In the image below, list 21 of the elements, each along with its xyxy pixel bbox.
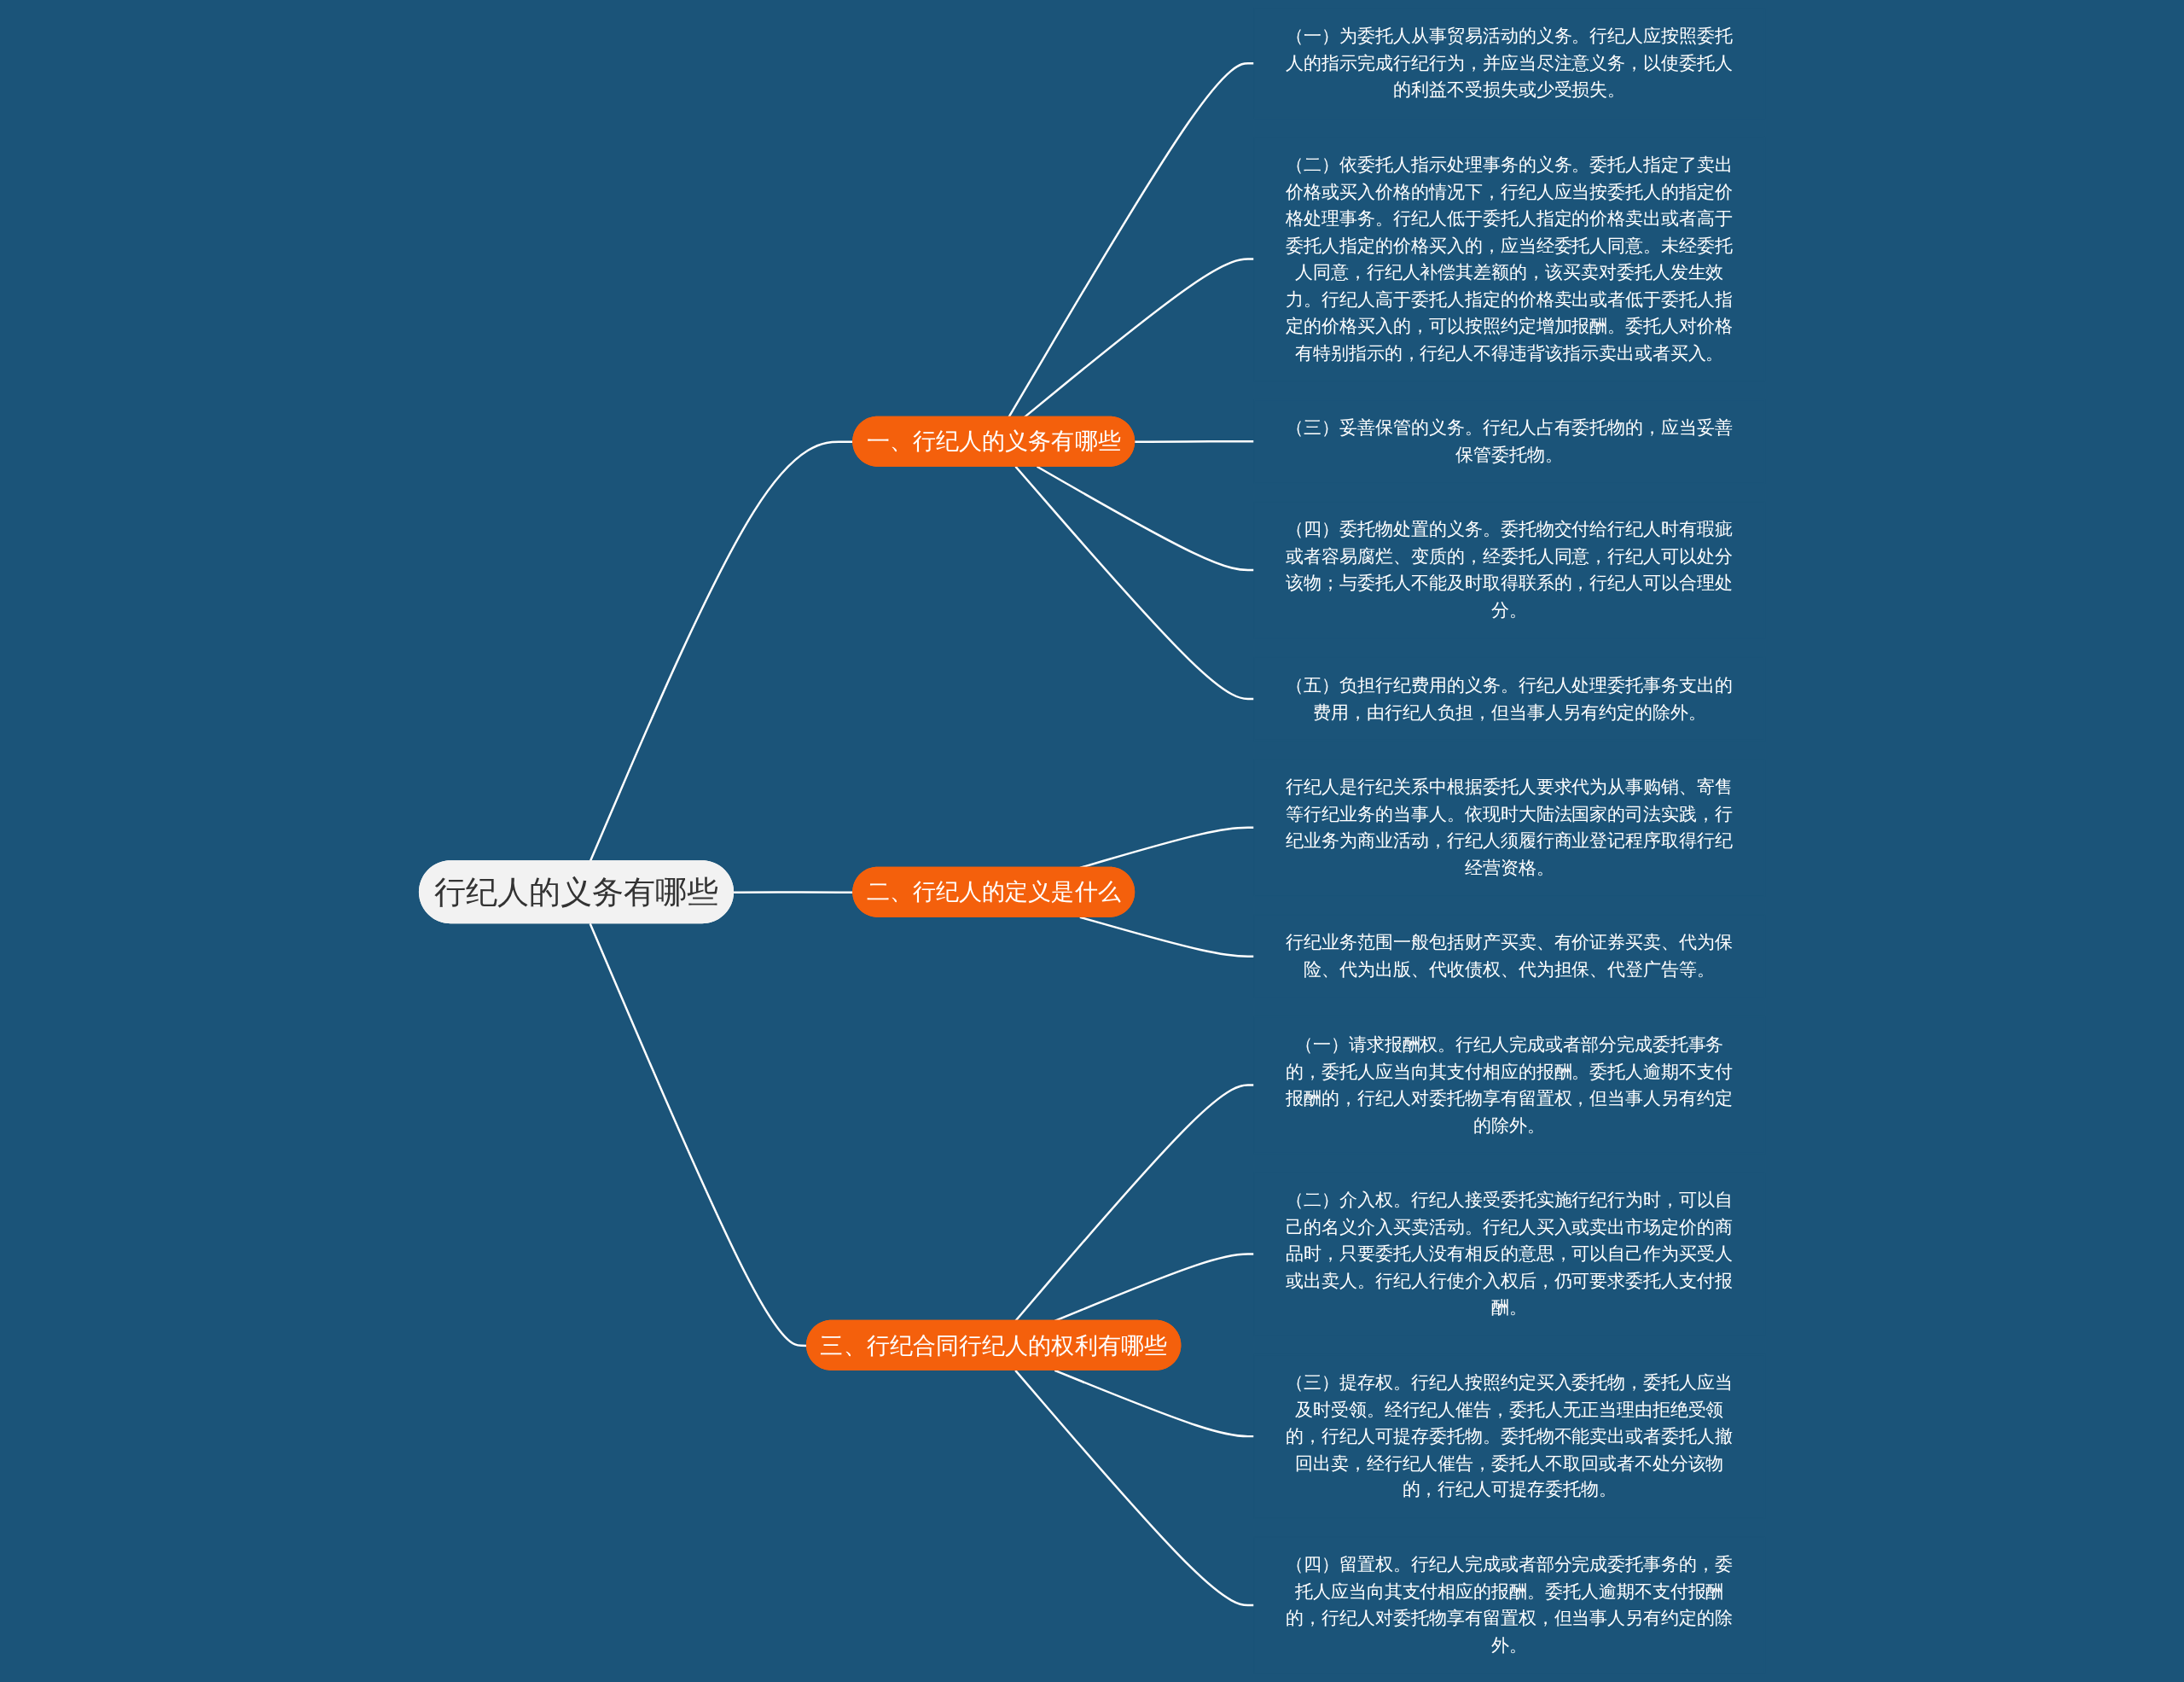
- connector: [1014, 1084, 1254, 1322]
- connector: [1014, 465, 1254, 701]
- node-text: （三）提存权。行纪人按照约定买入委托物，委托人应当及时受领。经行纪人催告，委托人无正当理由拒绝受领的，行纪人可提存委托物。委托物不能卖出或者委托人撤回出卖，经行纪人催告，委托人不取回或者不处分该物的，行纪人可提存委托物。: [1286, 1371, 1733, 1500]
- node-text: （一）请求报酬权。行纪人完成或者部分完成委托事务的，委托人应当向其支付相应的报酬。委托人逾期不支付报酬的，行纪人对委托物享有留置权，但当事人另有约定的除外。: [1286, 1033, 1733, 1136]
- connector: [1036, 465, 1254, 572]
- connector: [1054, 1369, 1254, 1438]
- node-text: 行纪人是行纪关系中根据委托人要求代为从事购销、寄售等行纪业务的当事人。依现时大陆法国家的司法实践，行纪业务为商业活动，行纪人须履行商业登记程序取得行纪经营资格。: [1286, 776, 1733, 878]
- node-text: （五）负担行纪费用的义务。行纪人处理委托事务支出的费用，由行纪人负担，但当事人另有约定的除外。: [1286, 674, 1733, 723]
- connector: [1135, 440, 1254, 444]
- node-text: 行纪业务范围一般包括财产买卖、有价证券买卖、代为保险、代为出版、代收债权、代为担保、代登广告等。: [1286, 931, 1733, 980]
- connector: [1024, 258, 1254, 418]
- node-text: （四）委托物处置的义务。委托物交付给行纪人时有瑕疵或者容易腐烂、变质的，经委托人同意，行纪人可以处分该物；与委托人不能及时取得联系的，行纪人可以合理处分。: [1286, 518, 1733, 620]
- node-text: （一）为委托人从事贸易活动的义务。行纪人应按照委托人的指示完成行纪行为，并应当尽注意义务，以使委托人的利益不受损失或少受损失。: [1286, 25, 1733, 100]
- connector: [1014, 1370, 1254, 1607]
- node-text: （二）介入权。行纪人接受委托实施行纪行为时，可以自己的名义介入买卖活动。行纪人买入或卖出市场定价的商品时，只要委托人没有相反的意思，可以自己作为买受人或出卖人。行纪人行使介入权后，仍可要求委托人支付报酬。: [1286, 1189, 1733, 1318]
- connector: [589, 922, 808, 1347]
- node-text: （四）留置权。行纪人完成或者部分完成委托事务的，委托人应当向其支付相应的报酬。委托人逾期不支付报酬的，行纪人对委托物享有留置权，但当事人另有约定的除外。: [1286, 1553, 1733, 1656]
- node-text: （二）依委托人指示处理事务的义务。委托人指定了卖出价格或买入价格的情况下，行纪人应当按委托人的指定价格处理事务。行纪人低于委托人指定的价格卖出或者高于委托人指定的价格买入的，应当经委托人同意。未经委托人同意，行纪人补偿其差额的，该买卖对委托人发生效力。行纪人高于委托人指定的价格卖出或者低于委托人指定的价格买入的，可以按照约定增加报酬。委托人对价格有特别指示的，行纪人不得违背该指示卖出或者买入。: [1286, 154, 1733, 363]
- connector: [1008, 61, 1254, 418]
- connector: [1079, 916, 1254, 957]
- node-text: （三）妥善保管的义务。行纪人占有委托物的，应当妥善保管委托物。: [1286, 416, 1733, 465]
